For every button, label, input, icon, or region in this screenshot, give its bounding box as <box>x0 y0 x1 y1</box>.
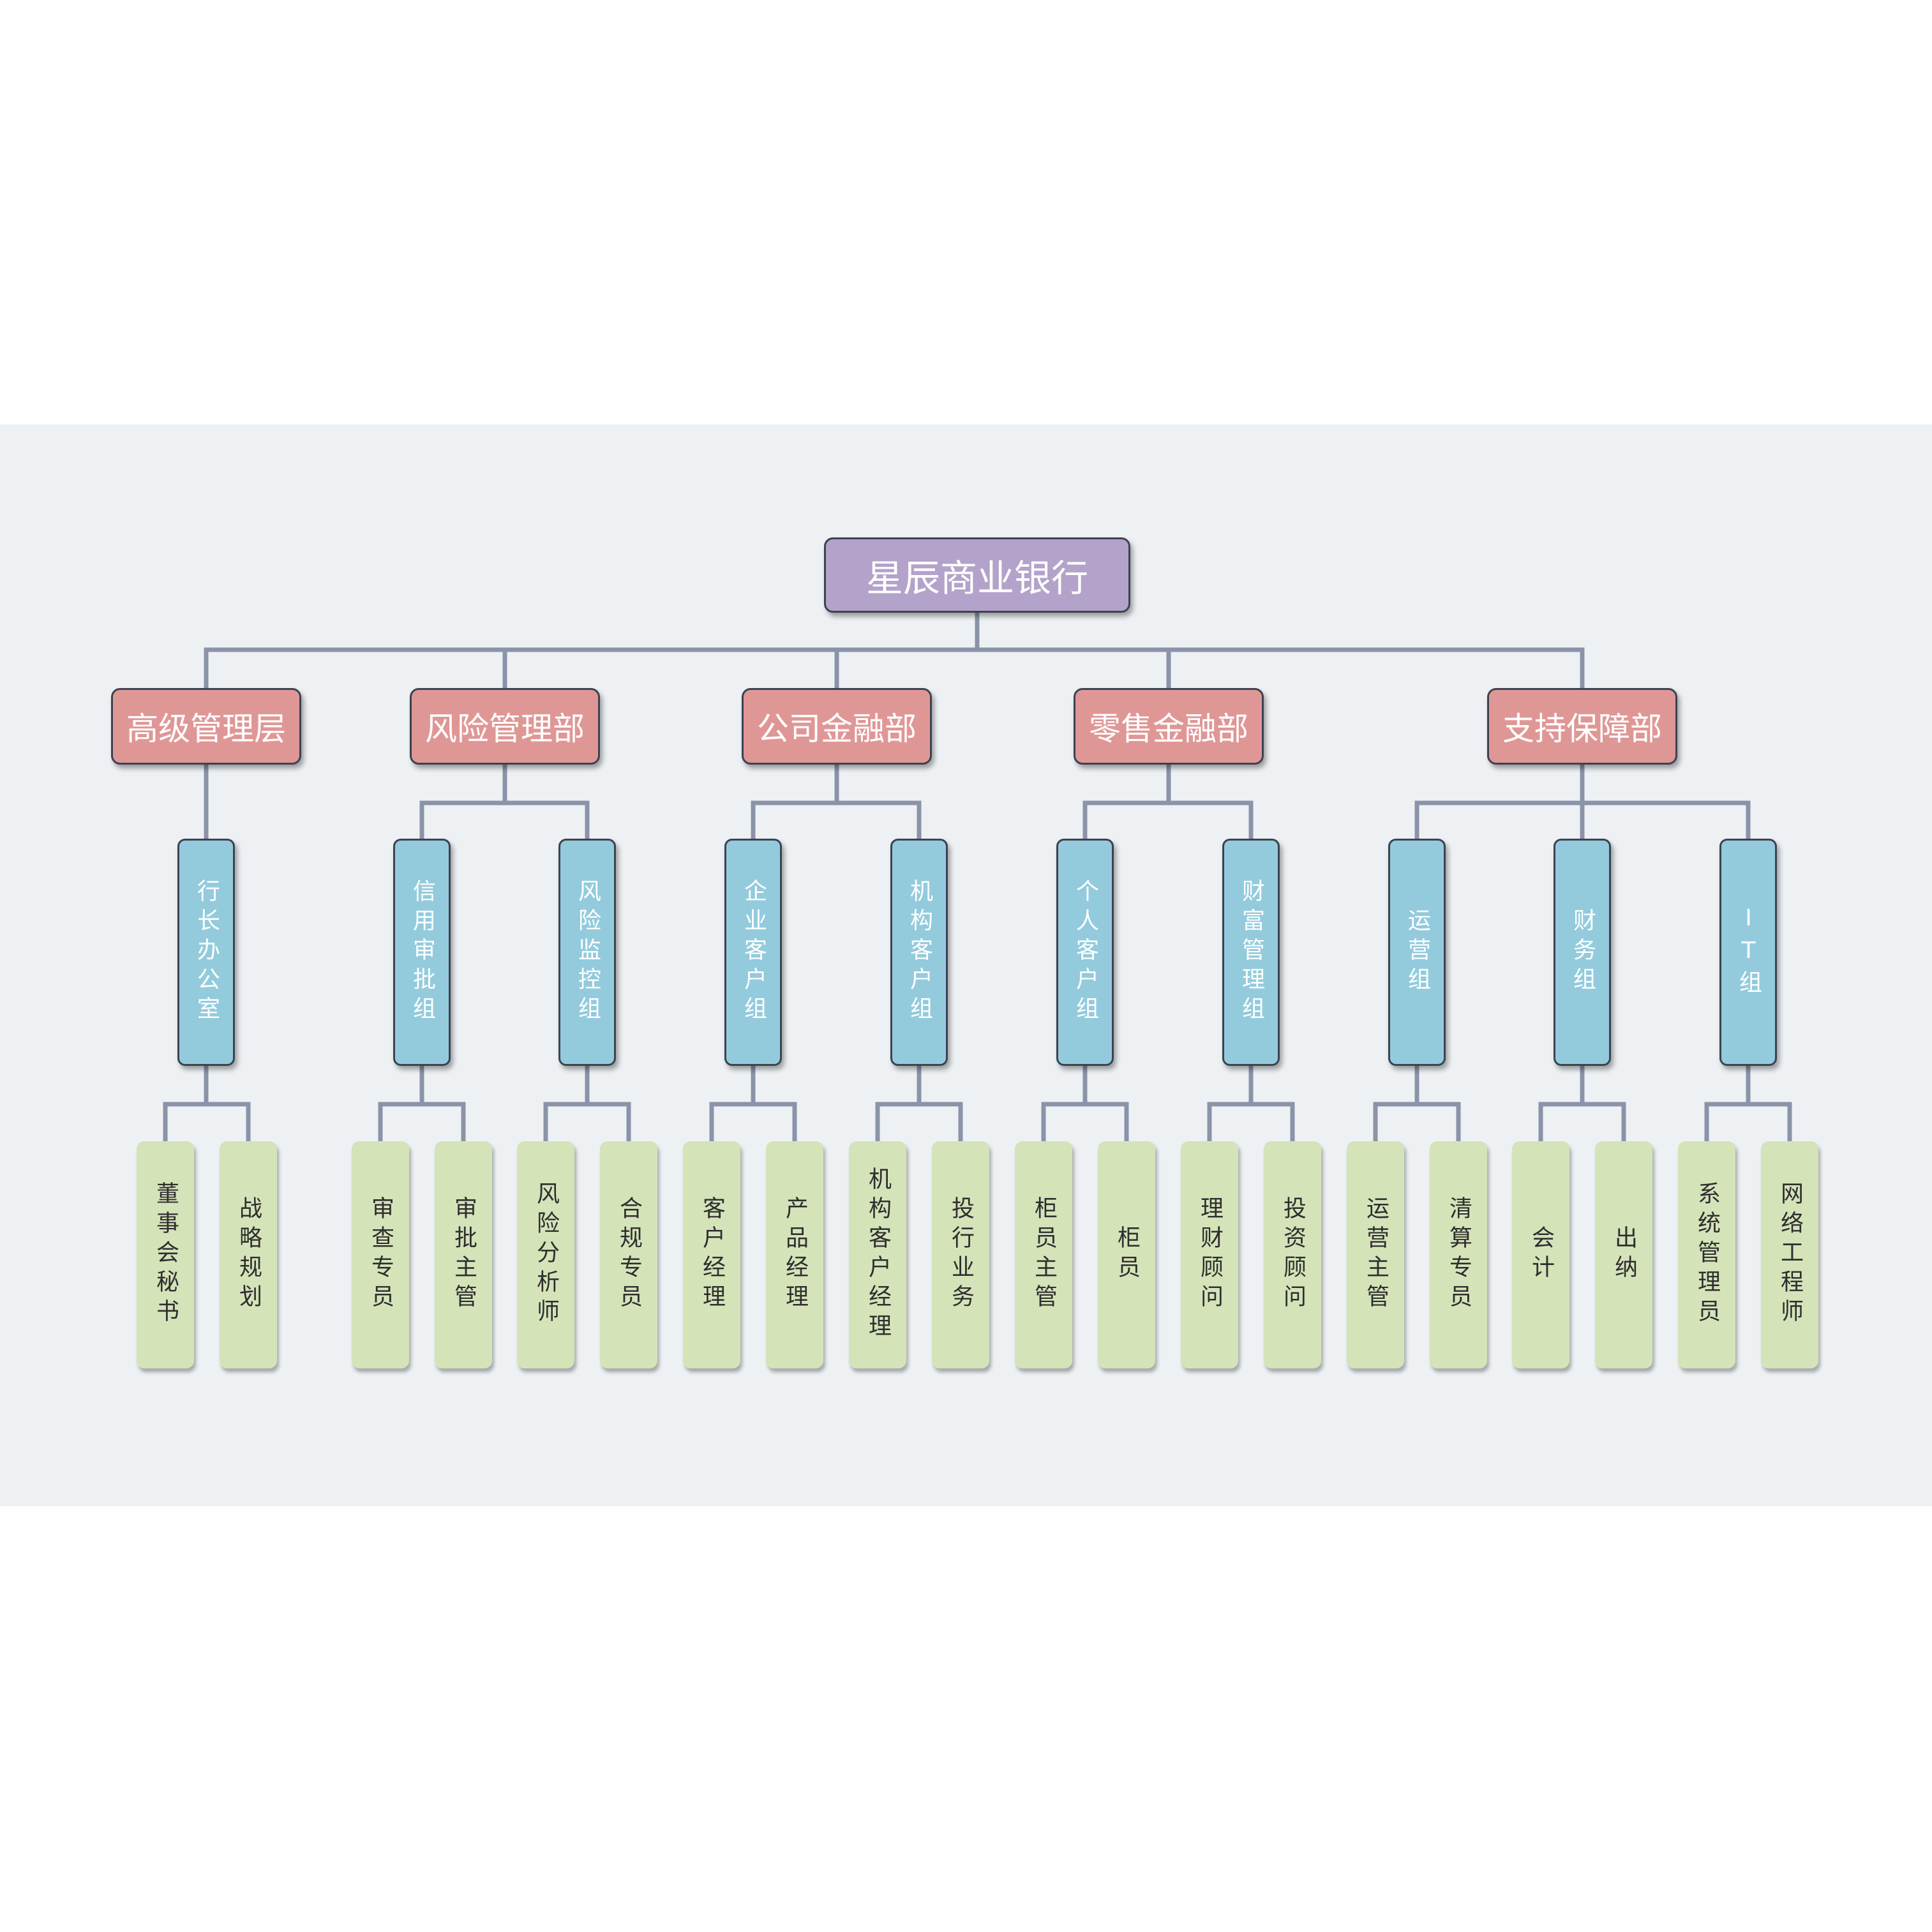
group-credit-approval: 信用审批组 <box>393 839 451 1066</box>
role-system-administrator: 系统管理员 <box>1678 1141 1735 1368</box>
group-president-office: 行长办公室 <box>177 839 235 1066</box>
role-review-specialist: 审查专员 <box>352 1141 409 1368</box>
role-approval-supervisor: 审批主管 <box>435 1141 492 1368</box>
role-cashier: 出纳 <box>1595 1141 1652 1368</box>
group-enterprise-clients: 企业客户组 <box>724 839 782 1066</box>
role-institutional-account-manager: 机构客户经理 <box>849 1141 906 1368</box>
group-operations: 运营组 <box>1388 839 1446 1066</box>
dept-senior-management: 高级管理层 <box>111 688 301 765</box>
group-it: IT组 <box>1719 839 1777 1066</box>
dept-support: 支持保障部 <box>1487 688 1677 765</box>
group-finance: 财务组 <box>1554 839 1611 1066</box>
role-product-manager: 产品经理 <box>766 1141 823 1368</box>
role-clearing-specialist: 清算专员 <box>1430 1141 1487 1368</box>
dept-retail-finance: 零售金融部 <box>1074 688 1264 765</box>
role-teller: 柜员 <box>1098 1141 1155 1368</box>
root-node: 星辰商业银行 <box>824 537 1130 613</box>
dept-corporate-finance: 公司金融部 <box>742 688 932 765</box>
group-institutional-clients: 机构客户组 <box>890 839 948 1066</box>
role-financial-advisor: 理财顾问 <box>1181 1141 1238 1368</box>
role-strategic-planning: 战略规划 <box>220 1141 277 1368</box>
role-accountant: 会计 <box>1512 1141 1569 1368</box>
group-personal-clients: 个人客户组 <box>1056 839 1114 1066</box>
role-network-engineer: 网络工程师 <box>1761 1141 1818 1368</box>
role-risk-analyst: 风险分析师 <box>517 1141 574 1368</box>
role-operations-supervisor: 运营主管 <box>1347 1141 1404 1368</box>
role-compliance-specialist: 合规专员 <box>600 1141 657 1368</box>
role-investment-advisor: 投资顾问 <box>1264 1141 1321 1368</box>
role-account-manager: 客户经理 <box>683 1141 740 1368</box>
role-teller-supervisor: 柜员主管 <box>1015 1141 1072 1368</box>
group-risk-monitoring: 风险监控组 <box>558 839 616 1066</box>
role-investment-banking: 投行业务 <box>932 1141 989 1368</box>
group-wealth-management: 财富管理组 <box>1222 839 1280 1066</box>
role-board-secretary: 董事会秘书 <box>137 1141 194 1368</box>
dept-risk-management: 风险管理部 <box>410 688 600 765</box>
